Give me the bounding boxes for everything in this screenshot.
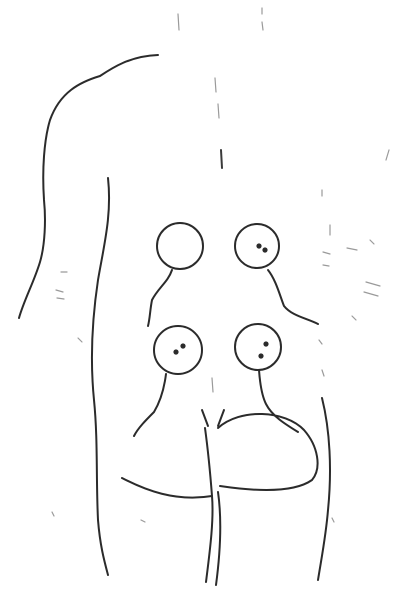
paper-background <box>0 0 408 592</box>
sketch-canvas <box>0 0 408 592</box>
torso-sketch-figure <box>0 0 408 592</box>
